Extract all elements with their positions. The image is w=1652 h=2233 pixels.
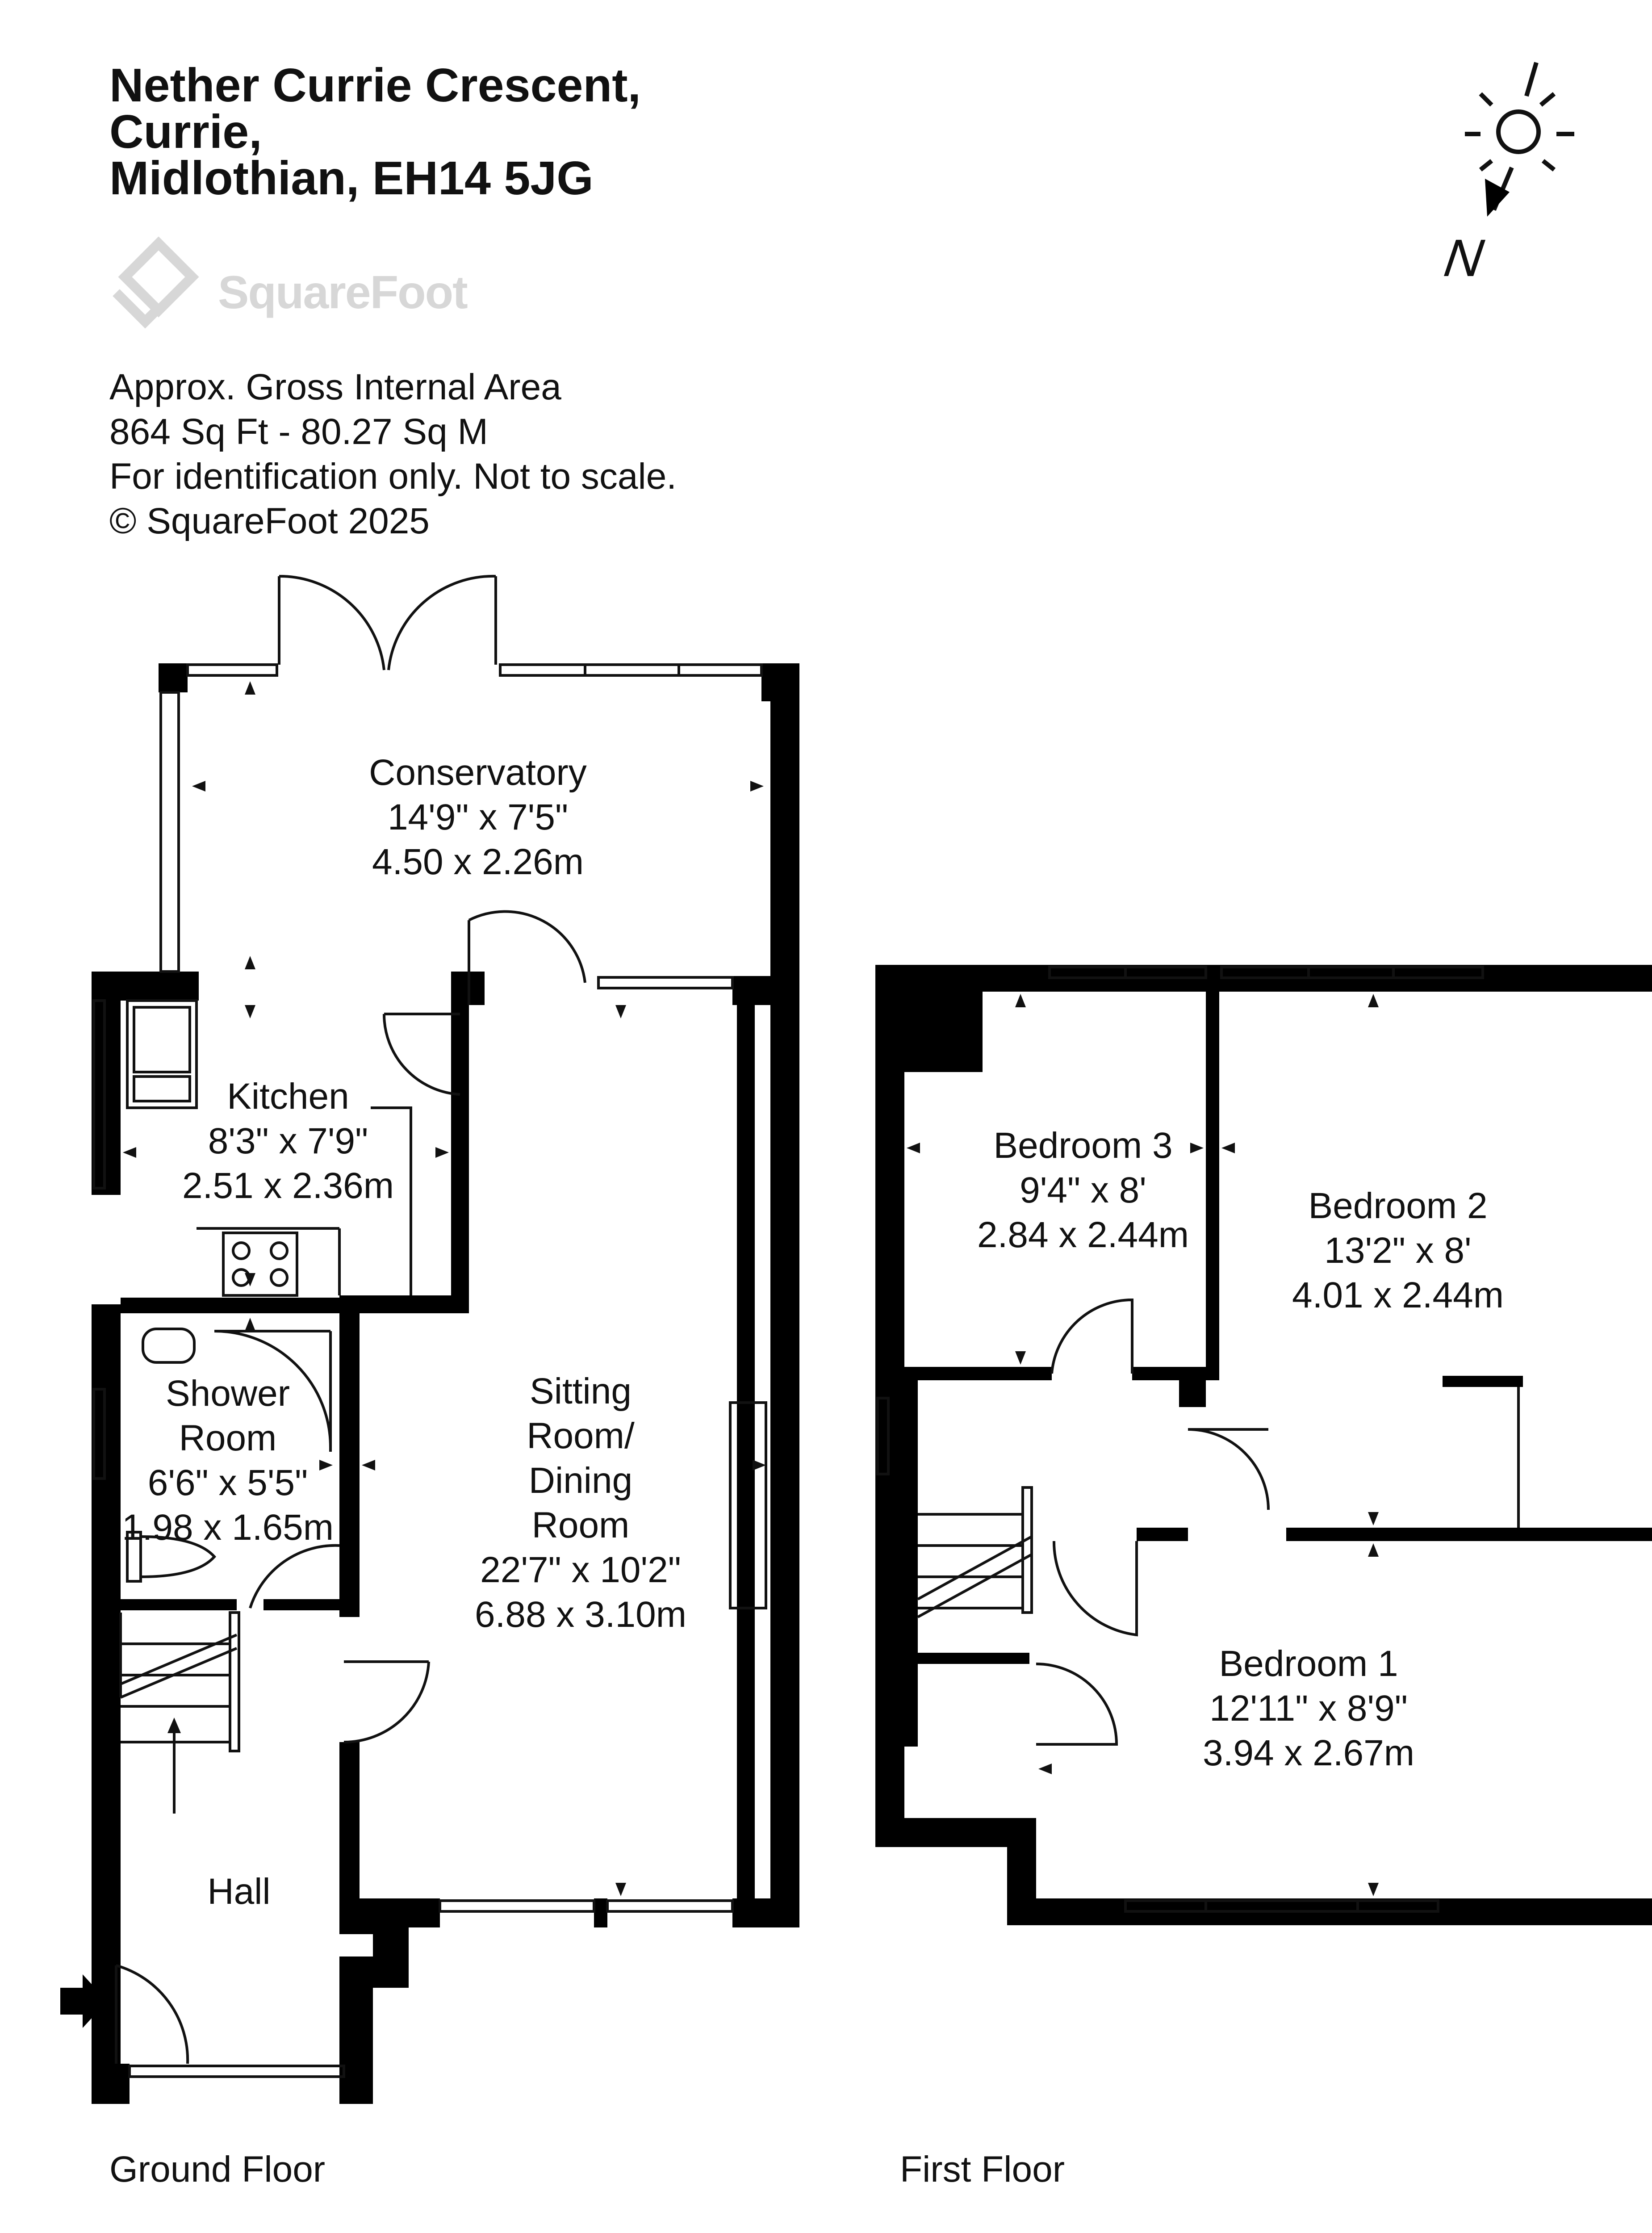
room-bedroom-3: Bedroom 3 9'4" x 8' 2.84 x 2.44m (949, 1123, 1217, 1257)
area-info-line-1: Approx. Gross Internal Area (109, 367, 561, 407)
room-size-imperial: 8'3" x 7'9" (208, 1121, 368, 1161)
room-name-line-4: Room (531, 1505, 630, 1546)
room-name-line-1: Shower (165, 1373, 290, 1414)
squarefoot-logo-icon (113, 236, 199, 329)
first-floor-plan (875, 965, 1652, 1925)
ground-floor-plan (60, 574, 799, 2104)
north-arrow-icon (1485, 179, 1510, 217)
area-info-line-3: For identification only. Not to scale. (109, 456, 677, 497)
copyright-line: © SquareFoot 2025 (109, 501, 430, 541)
room-size-imperial: 12'11" x 8'9" (1209, 1688, 1408, 1729)
room-bedroom-2: Bedroom 2 13'2" x 8' 4.01 x 2.44m (1264, 1184, 1532, 1318)
room-name: Bedroom 3 (993, 1125, 1173, 1166)
room-size-imperial: 6'6" x 5'5" (147, 1462, 308, 1503)
room-sitting-dining: Sitting Room/ Dining Room 22'7" x 10'2" … (447, 1369, 715, 1637)
room-size-metric: 4.01 x 2.44m (1292, 1275, 1504, 1316)
brand-logo-text: SquareFoot (218, 267, 468, 318)
room-size-imperial: 13'2" x 8' (1324, 1230, 1472, 1271)
room-size-metric: 6.88 x 3.10m (474, 1594, 687, 1635)
room-conservatory: Conservatory 14'9" x 7'5" 4.50 x 2.26m (339, 750, 616, 884)
room-size-imperial: 9'4" x 8' (1020, 1170, 1146, 1211)
sun-compass-icon (1465, 62, 1574, 211)
room-size-metric: 1.98 x 1.65m (121, 1507, 334, 1548)
address-line-1: Nether Currie Crescent, (109, 59, 641, 112)
room-size-metric: 4.50 x 2.26m (372, 842, 584, 882)
room-size-imperial: 14'9" x 7'5" (387, 797, 569, 838)
room-size-metric: 3.94 x 2.67m (1202, 1733, 1415, 1773)
room-size-metric: 2.84 x 2.44m (977, 1215, 1189, 1255)
room-hall: Hall (172, 1869, 306, 1914)
room-name-line-1: Sitting (530, 1371, 632, 1412)
area-info-line-2: 864 Sq Ft - 80.27 Sq M (109, 411, 488, 452)
room-kitchen: Kitchen 8'3" x 7'9" 2.51 x 2.36m (154, 1074, 422, 1208)
room-bedroom-1: Bedroom 1 12'11" x 8'9" 3.94 x 2.67m (1175, 1642, 1443, 1776)
room-name-line-2: Room/ (527, 1416, 635, 1456)
room-name: Bedroom 2 (1308, 1186, 1488, 1226)
ground-floor-label: Ground Floor (109, 2149, 326, 2190)
room-name-line-3: Dining (528, 1460, 633, 1501)
room-name-line-2: Room (179, 1418, 277, 1458)
dimension-arrows (123, 681, 1379, 1896)
room-size-imperial: 22'7" x 10'2" (480, 1550, 681, 1590)
address-line-2: Currie, (109, 105, 262, 158)
room-name: Kitchen (227, 1076, 349, 1117)
room-size-metric: 2.51 x 2.36m (182, 1165, 394, 1206)
room-name: Conservatory (369, 752, 587, 793)
room-name: Hall (207, 1871, 271, 1912)
address-line-3: Midlothian, EH14 5JG (109, 152, 594, 205)
first-floor-label: First Floor (900, 2149, 1065, 2190)
room-name: Bedroom 1 (1219, 1643, 1398, 1684)
room-shower-room: Shower Room 6'6" x 5'5" 1.98 x 1.65m (107, 1371, 348, 1550)
